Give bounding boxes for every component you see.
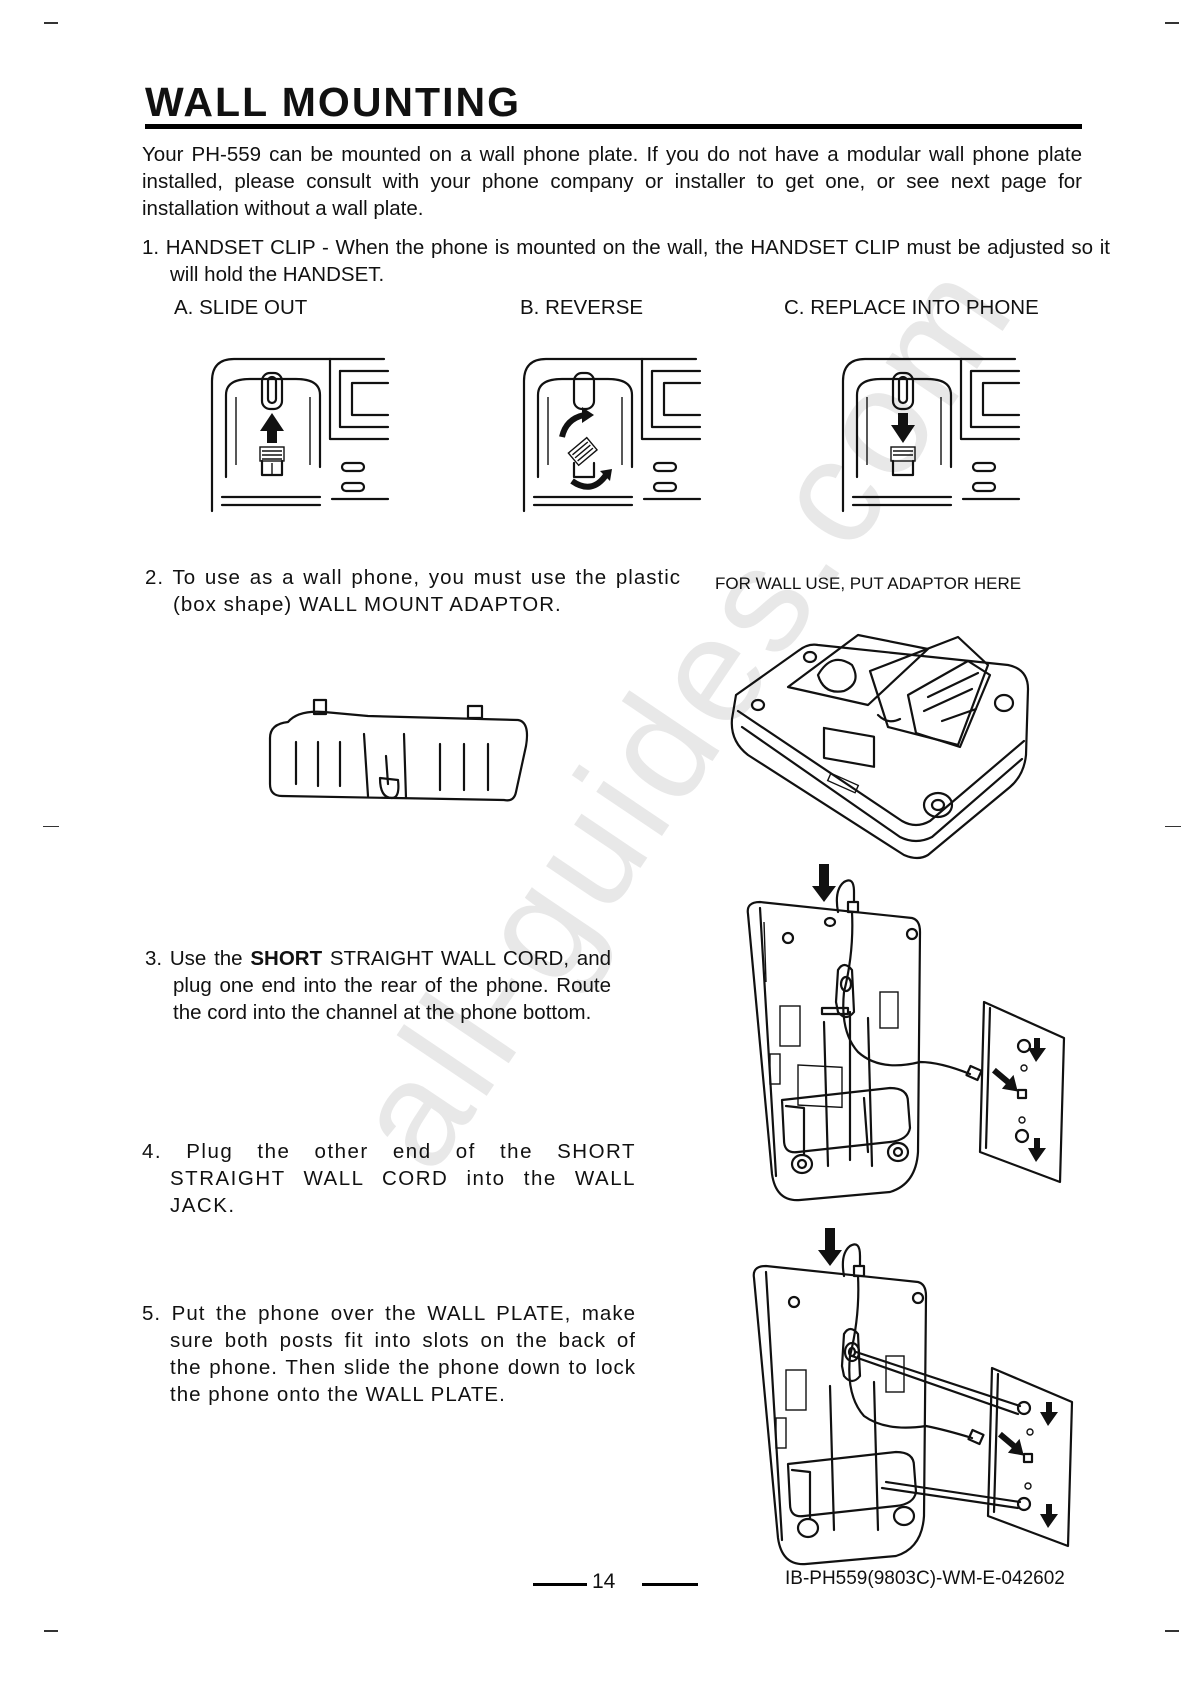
- phone-wall-plate-figure: [752, 1228, 1074, 1566]
- phone-wall-cord-figure: [746, 864, 1066, 1202]
- step-4-text: 4. Plug the other end of the SHORT STRAI…: [142, 1140, 636, 1217]
- step-3-prefix: 3. Use the: [145, 947, 251, 970]
- step-5-text: 5. Put the phone over the WALL PLATE, ma…: [142, 1302, 636, 1406]
- wall-mount-adaptor-figure: [268, 698, 529, 802]
- phone-base-adaptor-figure: [730, 633, 1030, 860]
- crop-mark: [44, 1630, 58, 1632]
- step-1-label-a: A. SLIDE OUT: [174, 296, 308, 319]
- step-2-text: 2. To use as a wall phone, you must use …: [145, 566, 681, 616]
- arrow-down-icon: [812, 864, 836, 902]
- crop-mark: [43, 826, 59, 827]
- step-1-text: 1. HANDSET CLIP - When the phone is moun…: [142, 236, 1110, 286]
- arrow-down-icon: [818, 1228, 842, 1266]
- handset-clip-replace-figure: [841, 357, 1021, 513]
- step-3-bold: SHORT: [250, 947, 323, 970]
- step-1-label-b: B. REVERSE: [520, 296, 644, 319]
- crop-mark: [1165, 1630, 1179, 1632]
- crop-mark: [44, 22, 58, 24]
- page-number-rule-right: [642, 1583, 698, 1586]
- step-1-label-c: C. REPLACE INTO PHONE: [784, 296, 1039, 319]
- wall-plate: [986, 1366, 1074, 1548]
- arrow-down-icon: [891, 413, 915, 443]
- document-code: IB-PH559(9803C)-WM-E-042602: [785, 1568, 1065, 1589]
- arrow-up-icon: [260, 413, 284, 443]
- step-3-text: 3. Use the SHORT STRAIGHT WALL CORD, and…: [145, 945, 611, 1026]
- wall-plate: [978, 1000, 1066, 1184]
- handset-clip-slide-out-figure: [210, 357, 390, 513]
- step-3-rest: STRAIGHT WALL CORD, and plug one end int…: [173, 947, 611, 1024]
- rotate-arrows-icon: [559, 407, 612, 490]
- crop-mark: [1165, 826, 1181, 827]
- handset-clip-reverse-figure: [522, 357, 702, 513]
- intro-paragraph: Your PH-559 can be mounted on a wall pho…: [142, 143, 1082, 220]
- page-title: WALL MOUNTING: [145, 79, 521, 125]
- page-number: 14: [592, 1570, 616, 1593]
- crop-mark: [1165, 22, 1179, 24]
- page-number-rule-left: [533, 1583, 587, 1586]
- adaptor-figure-caption: FOR WALL USE, PUT ADAPTOR HERE: [715, 574, 1022, 593]
- title-rule: [145, 124, 1082, 129]
